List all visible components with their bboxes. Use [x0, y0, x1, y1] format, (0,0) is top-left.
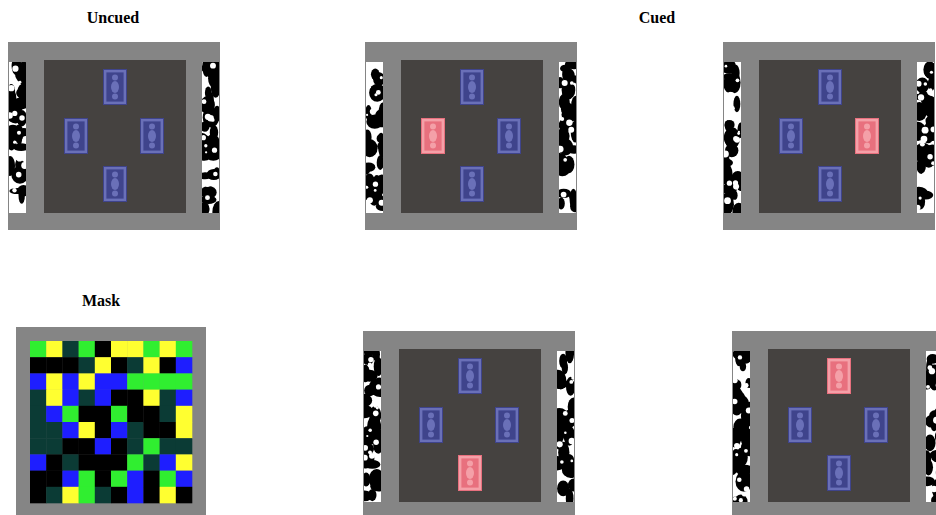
card-back	[104, 167, 127, 202]
noise-strip	[364, 351, 381, 502]
panel-heading: Uncued	[87, 8, 139, 27]
card-back	[498, 119, 521, 154]
card-back	[461, 167, 484, 202]
noise-strip	[9, 62, 26, 213]
noise-strip	[733, 351, 750, 502]
card-back	[459, 359, 482, 394]
display-panel	[358, 42, 581, 230]
cued-card	[828, 359, 851, 394]
noise-strip	[917, 62, 934, 213]
card-back	[65, 119, 88, 154]
card-back	[420, 408, 443, 443]
card-back	[496, 408, 519, 443]
card-back	[780, 119, 803, 154]
panel-heading: Cued	[639, 8, 675, 27]
noise-strip	[559, 62, 576, 213]
mask-panel	[16, 327, 206, 515]
card-back	[104, 70, 127, 105]
display-panel	[717, 42, 936, 230]
card-back	[865, 408, 888, 443]
noise-strip	[202, 62, 219, 213]
display-panel	[726, 331, 936, 515]
cued-card	[459, 456, 482, 491]
card-back	[789, 408, 812, 443]
noise-strip	[926, 351, 936, 502]
card-back	[819, 70, 842, 105]
card-back	[461, 70, 484, 105]
card-back	[828, 456, 851, 491]
noise-strip	[557, 351, 574, 502]
panel-heading: Mask	[82, 291, 120, 310]
cued-card	[422, 119, 445, 154]
cued-card	[856, 119, 879, 154]
display-panel	[5, 42, 225, 230]
card-back	[141, 119, 164, 154]
card-back	[819, 167, 842, 202]
display-panel	[356, 331, 580, 515]
noise-strip	[366, 62, 383, 213]
noise-strip	[724, 62, 741, 213]
